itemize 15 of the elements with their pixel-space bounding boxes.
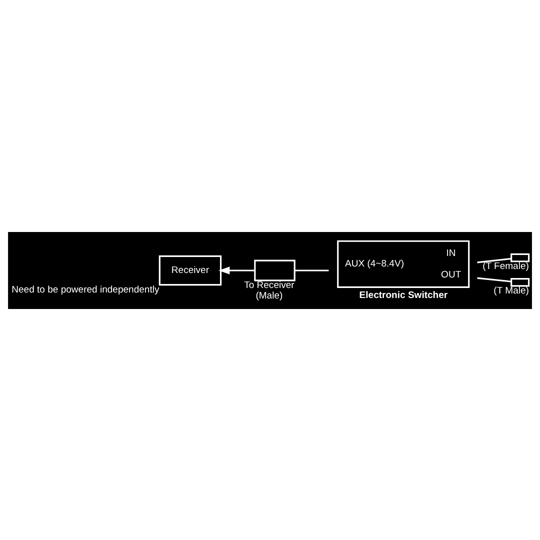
arrow xyxy=(218,266,255,274)
node-label: Electronic Switcher xyxy=(359,289,448,300)
node-box xyxy=(254,259,296,281)
node-label: Need to be powered independently xyxy=(12,284,160,295)
node-box xyxy=(510,252,530,262)
connector xyxy=(294,269,329,271)
node-label: (T Male) xyxy=(494,285,529,296)
node-label: To Receiver xyxy=(244,280,294,291)
node-box: Receiver xyxy=(158,254,222,286)
connector xyxy=(477,276,512,282)
node-label: (T Female) xyxy=(482,260,529,272)
node-label: (Male) xyxy=(256,290,283,301)
connector xyxy=(477,257,512,263)
node-box xyxy=(510,278,530,286)
node-box: AUX (4~8.4V) IN OUT xyxy=(337,240,470,288)
